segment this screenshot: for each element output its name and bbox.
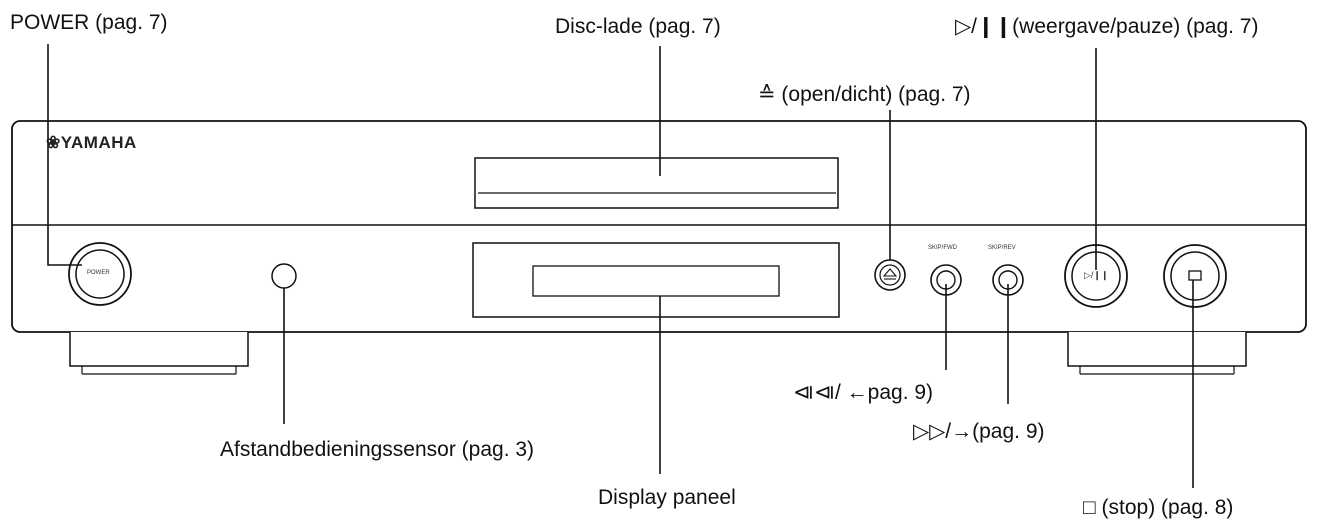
skip-back-button-text: SKIP/FWD <box>928 245 958 251</box>
left-foot <box>69 332 249 367</box>
device-body <box>11 120 1307 333</box>
label-stop: □ (stop) (pag. 8) <box>1083 496 1234 519</box>
disc-tray <box>474 157 839 209</box>
remote-sensor <box>271 263 297 289</box>
leader-power <box>47 44 82 266</box>
play-pause-button-text: ▷/❙❙ <box>1084 270 1109 280</box>
label-power: POWER (pag. 7) <box>10 11 168 34</box>
right-foot <box>1067 332 1247 367</box>
power-button-text: POWER <box>87 270 110 276</box>
brand-logo: ❀YAMAHA <box>46 133 137 152</box>
skip-fwd-button-text: SKIP/REV <box>988 245 1016 251</box>
stop-icon <box>1188 270 1202 281</box>
display-window <box>532 265 780 297</box>
label-open-close: ≙ (open/dicht) (pag. 7) <box>758 83 971 106</box>
label-disc-tray: Disc-lade (pag. 7) <box>555 15 721 38</box>
label-display-panel: Display paneel <box>598 486 736 509</box>
label-play-pause: ▷/❙❙(weergave/pauze) (pag. 7) <box>955 15 1259 38</box>
label-remote-sensor: Afstandbedieningssensor (pag. 3) <box>220 438 535 461</box>
eject-icon <box>882 268 898 277</box>
label-skip-back: ⧏⧏/ ←pag. 9) <box>793 381 934 404</box>
label-skip-fwd: ▷▷/→(pag. 9) <box>913 420 1045 443</box>
